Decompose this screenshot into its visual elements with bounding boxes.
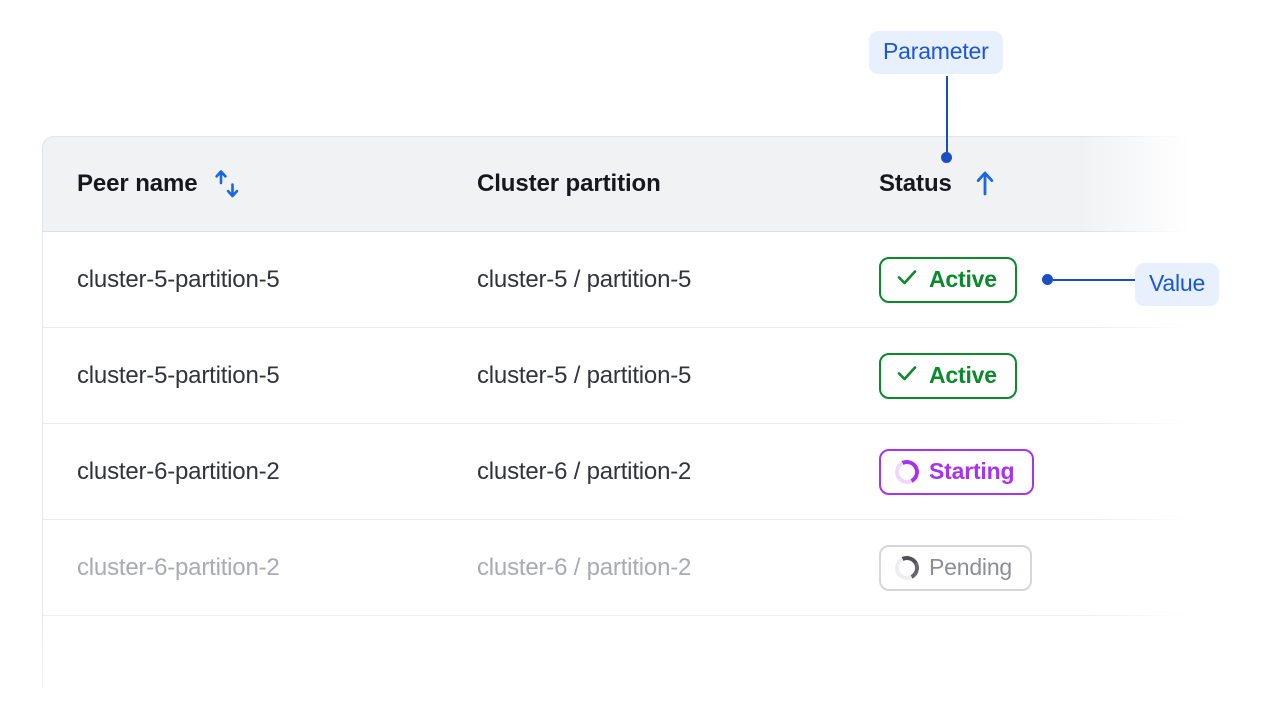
cell-status: Active bbox=[879, 328, 1017, 423]
cluster-partition-text: cluster-5 / partition-5 bbox=[477, 265, 692, 293]
peer-name-text: cluster-5-partition-5 bbox=[77, 361, 280, 389]
status-badge-label: Active bbox=[929, 266, 997, 292]
peer-name-text: cluster-6-partition-2 bbox=[77, 457, 280, 485]
status-badge-active: Active bbox=[879, 256, 1017, 303]
cell-cluster-partition: cluster-5 / partition-5 bbox=[477, 232, 691, 327]
table-body: cluster-5-partition-5 cluster-5 / partit… bbox=[42, 232, 1192, 712]
column-header-status-label: Status bbox=[879, 170, 952, 197]
table-header-row: Peer name Cluster partition Status bbox=[42, 136, 1192, 232]
cell-peer-name: cluster-6-partition-2 bbox=[77, 424, 280, 519]
sort-both-arrows-icon[interactable] bbox=[214, 169, 242, 199]
spinner-icon bbox=[891, 456, 923, 487]
column-header-peer-name-label: Peer name bbox=[77, 170, 198, 197]
cell-peer-name: cluster-5-partition-5 bbox=[77, 328, 280, 423]
annotation-parameter-chip: Parameter bbox=[869, 31, 1003, 74]
peers-table: Peer name Cluster partition Status bbox=[42, 136, 1192, 712]
check-icon bbox=[895, 265, 919, 295]
status-badge-label: Pending bbox=[929, 554, 1013, 580]
cluster-partition-text: cluster-6 / partition-2 bbox=[477, 457, 692, 485]
check-icon bbox=[895, 361, 919, 391]
peer-name-text: cluster-6-partition-2 bbox=[77, 553, 280, 581]
status-badge-label: Starting bbox=[929, 458, 1015, 484]
cluster-partition-text: cluster-6 / partition-2 bbox=[477, 553, 692, 581]
table-row[interactable]: cluster-6-partition-2 cluster-6 / partit… bbox=[43, 520, 1191, 616]
status-badge-label: Active bbox=[929, 362, 997, 388]
cell-status: Pending bbox=[879, 520, 1033, 615]
cluster-partition-text: cluster-5 / partition-5 bbox=[477, 361, 692, 389]
column-header-peer-name[interactable]: Peer name bbox=[77, 137, 242, 231]
cell-status: Starting bbox=[879, 424, 1035, 519]
arrow-up-icon[interactable] bbox=[974, 169, 996, 199]
table-row[interactable]: cluster-5-partition-5 cluster-5 / partit… bbox=[43, 232, 1191, 328]
table-row[interactable]: cluster-6-partition-2 cluster-6 / partit… bbox=[43, 424, 1191, 520]
cell-cluster-partition: cluster-6 / partition-2 bbox=[477, 520, 691, 615]
cell-peer-name: cluster-5-partition-5 bbox=[77, 232, 280, 327]
cell-cluster-partition: cluster-5 / partition-5 bbox=[477, 328, 691, 423]
table-row[interactable]: cluster-5-partition-5 cluster-5 / partit… bbox=[43, 328, 1191, 424]
annotation-parameter-connector-line bbox=[946, 76, 948, 158]
spinner-icon bbox=[891, 552, 923, 583]
table-row[interactable] bbox=[43, 616, 1191, 712]
status-badge-active: Active bbox=[879, 352, 1017, 399]
column-header-cluster-partition[interactable]: Cluster partition bbox=[477, 137, 661, 231]
annotation-parameter-connector-dot bbox=[941, 152, 952, 163]
cell-status: Active bbox=[879, 232, 1017, 327]
column-header-status[interactable]: Status bbox=[879, 137, 996, 231]
cell-peer-name: cluster-6-partition-2 bbox=[77, 520, 280, 615]
annotation-value-connector-dot bbox=[1042, 274, 1053, 285]
annotation-value-chip: Value bbox=[1135, 263, 1220, 306]
annotation-value-connector-line bbox=[1053, 279, 1135, 281]
peer-name-text: cluster-5-partition-5 bbox=[77, 265, 280, 293]
status-badge-pending: Pending bbox=[879, 544, 1033, 591]
column-header-cluster-partition-label: Cluster partition bbox=[477, 170, 661, 197]
cell-cluster-partition: cluster-6 / partition-2 bbox=[477, 424, 691, 519]
status-badge-starting: Starting bbox=[879, 448, 1035, 495]
